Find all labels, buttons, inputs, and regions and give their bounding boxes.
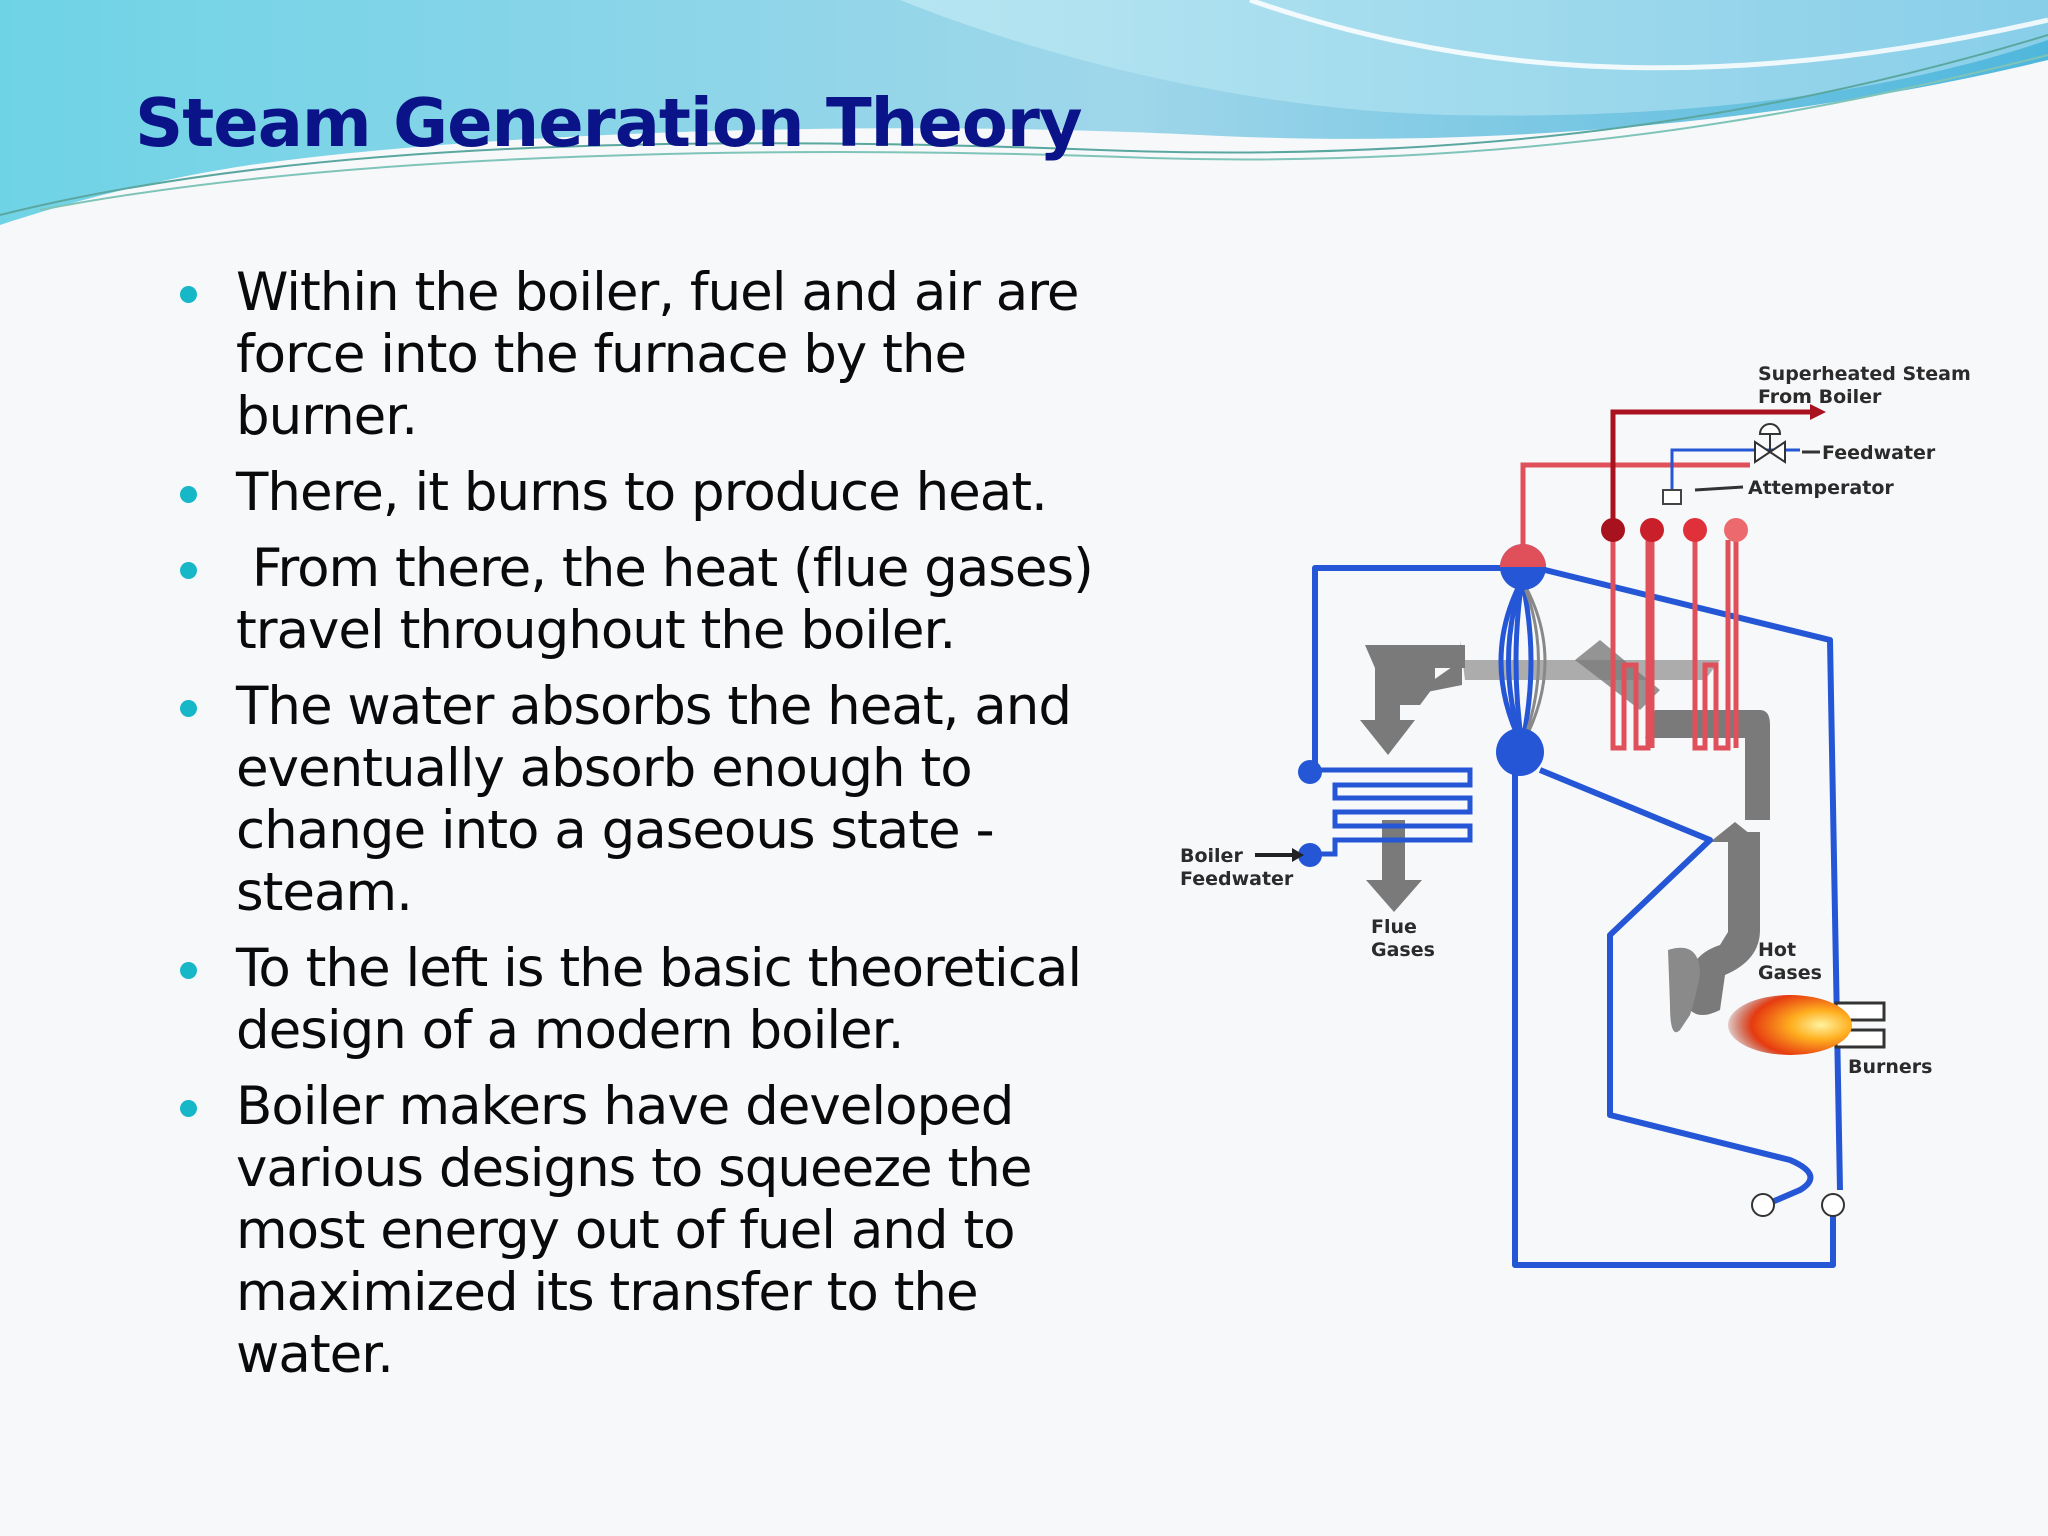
bullet-dot bbox=[180, 286, 197, 303]
economizer-outlet-header bbox=[1298, 760, 1322, 784]
label-burners: Burners bbox=[1848, 1056, 1932, 1078]
bullet-item: From there, the heat (flue gases) travel… bbox=[170, 538, 1150, 662]
label-hot-gases-sub: Gases bbox=[1758, 962, 1822, 984]
header-waves bbox=[0, 0, 2048, 225]
bullet-dot bbox=[180, 1100, 197, 1117]
label-hot-gases: Hot bbox=[1758, 939, 1796, 961]
slide-title: Steam Generation Theory bbox=[135, 84, 1083, 162]
bullet-text: The water absorbs the heat, and eventual… bbox=[236, 676, 1072, 923]
riser-tubes bbox=[1498, 578, 1547, 747]
superheater bbox=[1520, 462, 1750, 751]
arrow-icon bbox=[1366, 820, 1422, 912]
mud-drum bbox=[1496, 728, 1544, 776]
arrow-icon bbox=[1810, 404, 1826, 420]
superheater-header bbox=[1640, 518, 1664, 542]
bullet-text: There, it burns to produce heat. bbox=[236, 462, 1048, 523]
bullet-text: From there, the heat (flue gases) travel… bbox=[236, 538, 1109, 661]
steam-drum-steam-space bbox=[1500, 544, 1546, 567]
bullet-item: Boiler makers have developed various des… bbox=[170, 1076, 1150, 1386]
bullet-dot bbox=[180, 700, 197, 717]
drain-valve bbox=[1751, 1193, 1775, 1217]
bullet-list: Within the boiler, fuel and air are forc… bbox=[170, 262, 1150, 1400]
bullet-item: To the left is the basic theoretical des… bbox=[170, 938, 1150, 1062]
superheater-header bbox=[1724, 518, 1748, 542]
hot-gas-arrow bbox=[1690, 832, 1760, 1015]
arrow-icon bbox=[1694, 485, 1744, 492]
superheater-header bbox=[1683, 518, 1707, 542]
label-superheated-steam: Superheated Steam bbox=[1758, 363, 1970, 385]
flame-icon bbox=[1728, 995, 1852, 1055]
economizer-coil bbox=[1310, 767, 1473, 857]
economizer-inlet-header bbox=[1298, 843, 1322, 867]
arrow-icon bbox=[1710, 822, 1760, 842]
bullet-item: The water absorbs the heat, and eventual… bbox=[170, 676, 1150, 924]
bullet-dot bbox=[180, 962, 197, 979]
superheater-header bbox=[1601, 518, 1625, 542]
bullet-item: There, it burns to produce heat. bbox=[170, 462, 1150, 524]
hot-gas-arrow bbox=[1645, 710, 1770, 820]
bullet-text: To the left is the basic theoretical des… bbox=[236, 938, 1082, 1061]
bullet-text: Within the boiler, fuel and air are forc… bbox=[236, 262, 1079, 447]
label-superheated-steam-sub: From Boiler bbox=[1758, 386, 1882, 408]
label-flue-gases: Flue bbox=[1371, 916, 1417, 938]
hot-gas-arrow bbox=[1668, 947, 1700, 1033]
superheated-steam-line bbox=[1610, 409, 1810, 520]
label-feedwater: Feedwater bbox=[1822, 442, 1936, 464]
bullet-dot bbox=[180, 562, 197, 579]
arrow-icon bbox=[1360, 645, 1465, 755]
arrow-icon bbox=[1292, 848, 1304, 862]
bullet-text: Boiler makers have developed various des… bbox=[236, 1076, 1032, 1385]
boiler-diagram: Superheated Steam From Boiler Feedwater … bbox=[1180, 363, 1970, 1268]
attemperator-icon bbox=[1662, 489, 1682, 505]
bullet-dot bbox=[180, 486, 197, 503]
drain-valve bbox=[1821, 1193, 1845, 1217]
bullet-item: Within the boiler, fuel and air are forc… bbox=[170, 262, 1150, 448]
arrow-icon bbox=[1575, 640, 1660, 710]
label-boiler-feedwater: Boiler bbox=[1180, 845, 1243, 867]
label-boiler-feedwater-sub: Feedwater bbox=[1180, 868, 1294, 890]
valve-icon bbox=[1754, 423, 1786, 464]
label-flue-gases-sub: Gases bbox=[1371, 939, 1435, 961]
label-attemperator: Attemperator bbox=[1748, 477, 1894, 499]
